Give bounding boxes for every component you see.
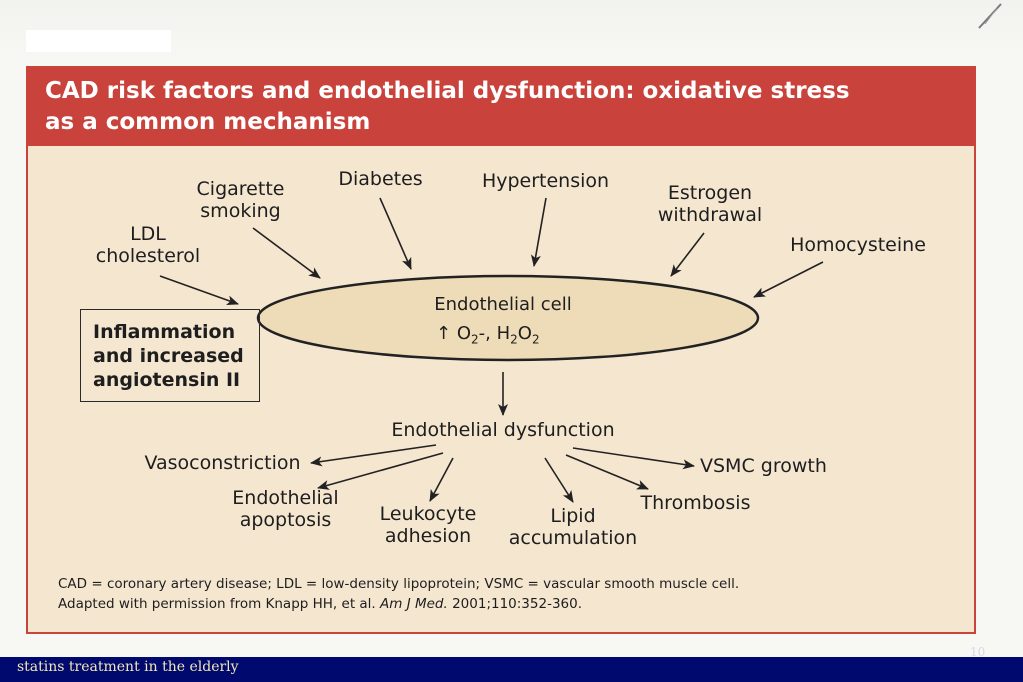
endothelial-cell-label: Endothelial cell [434, 294, 572, 315]
footnote-citation: Adapted with permission from Knapp HH, e… [58, 594, 938, 614]
risk-factor-estrogen: Estrogen withdrawal [657, 182, 763, 226]
white-patch [26, 30, 171, 52]
pen-mark-icon [978, 3, 1002, 29]
figure-panel: CAD risk factors and endothelial dysfunc… [26, 66, 976, 634]
citation-journal: Am J Med. [380, 596, 448, 612]
arrow-vsmc [572, 447, 695, 470]
arrow-vasoconstriction [310, 444, 437, 467]
inflammation-label: Inflammation and increased angiotensin I… [93, 321, 244, 391]
arrow-estrogen [670, 232, 705, 277]
citation-prefix: Adapted with permission from Knapp HH, e… [58, 596, 381, 612]
arrow-thrombosis [565, 454, 649, 490]
consequence-apoptosis: Endothelial apoptosis [232, 487, 339, 531]
arrow-apoptosis [317, 452, 444, 490]
risk-factor-ldl: LDL cholesterol [95, 223, 201, 267]
risk-factor-diabetes: Diabetes [338, 168, 423, 190]
page-number: 10 [970, 645, 986, 659]
figure-header: CAD risk factors and endothelial dysfunc… [28, 68, 974, 146]
arrow-diabetes [379, 197, 412, 270]
risk-factor-hypertension: Hypertension [481, 170, 610, 192]
endothelial-cell-ellipse [256, 274, 760, 362]
up-arrow-icon: ↑ [436, 323, 452, 344]
consequence-vsmc: VSMC growth [700, 455, 827, 477]
footer-bar: statins treatment in the elderly [0, 657, 1023, 682]
citation-suffix: 2001;110:352-360. [447, 596, 583, 612]
figure-footnote: CAD = coronary artery disease; LDL = low… [58, 574, 938, 614]
inflammation-box: Inflammation and increased angiotensin I… [80, 309, 260, 402]
consequence-thrombosis: Thrombosis [640, 492, 751, 514]
footer-text: statins treatment in the elderly [17, 659, 239, 675]
arrow-hypertension [530, 197, 547, 267]
endothelial-dysfunction-label: Endothelial dysfunction [391, 419, 615, 441]
risk-factor-smoking: Cigarette smoking [196, 178, 285, 222]
arrow-leukocyte [429, 457, 454, 502]
arrow-smoking [252, 227, 321, 279]
oxidative-species: ↑ O2-, H2O2 [436, 322, 576, 352]
arrow-homocysteine [753, 261, 824, 298]
figure-title: CAD risk factors and endothelial dysfunc… [45, 78, 850, 135]
arrow-lipid [544, 457, 574, 503]
consequence-lipid: Lipid accumulation [508, 505, 638, 549]
consequence-leukocyte: Leukocyte adhesion [379, 503, 477, 547]
arrow-ldl [159, 275, 239, 305]
consequence-vasoconstriction: Vasoconstriction [144, 452, 301, 474]
oxidative-species-text: O2-, H2O2 [456, 323, 540, 347]
diagram-graphics [159, 197, 824, 503]
footnote-abbreviations: CAD = coronary artery disease; LDL = low… [58, 576, 740, 592]
risk-factor-homocysteine: Homocysteine [790, 234, 926, 256]
